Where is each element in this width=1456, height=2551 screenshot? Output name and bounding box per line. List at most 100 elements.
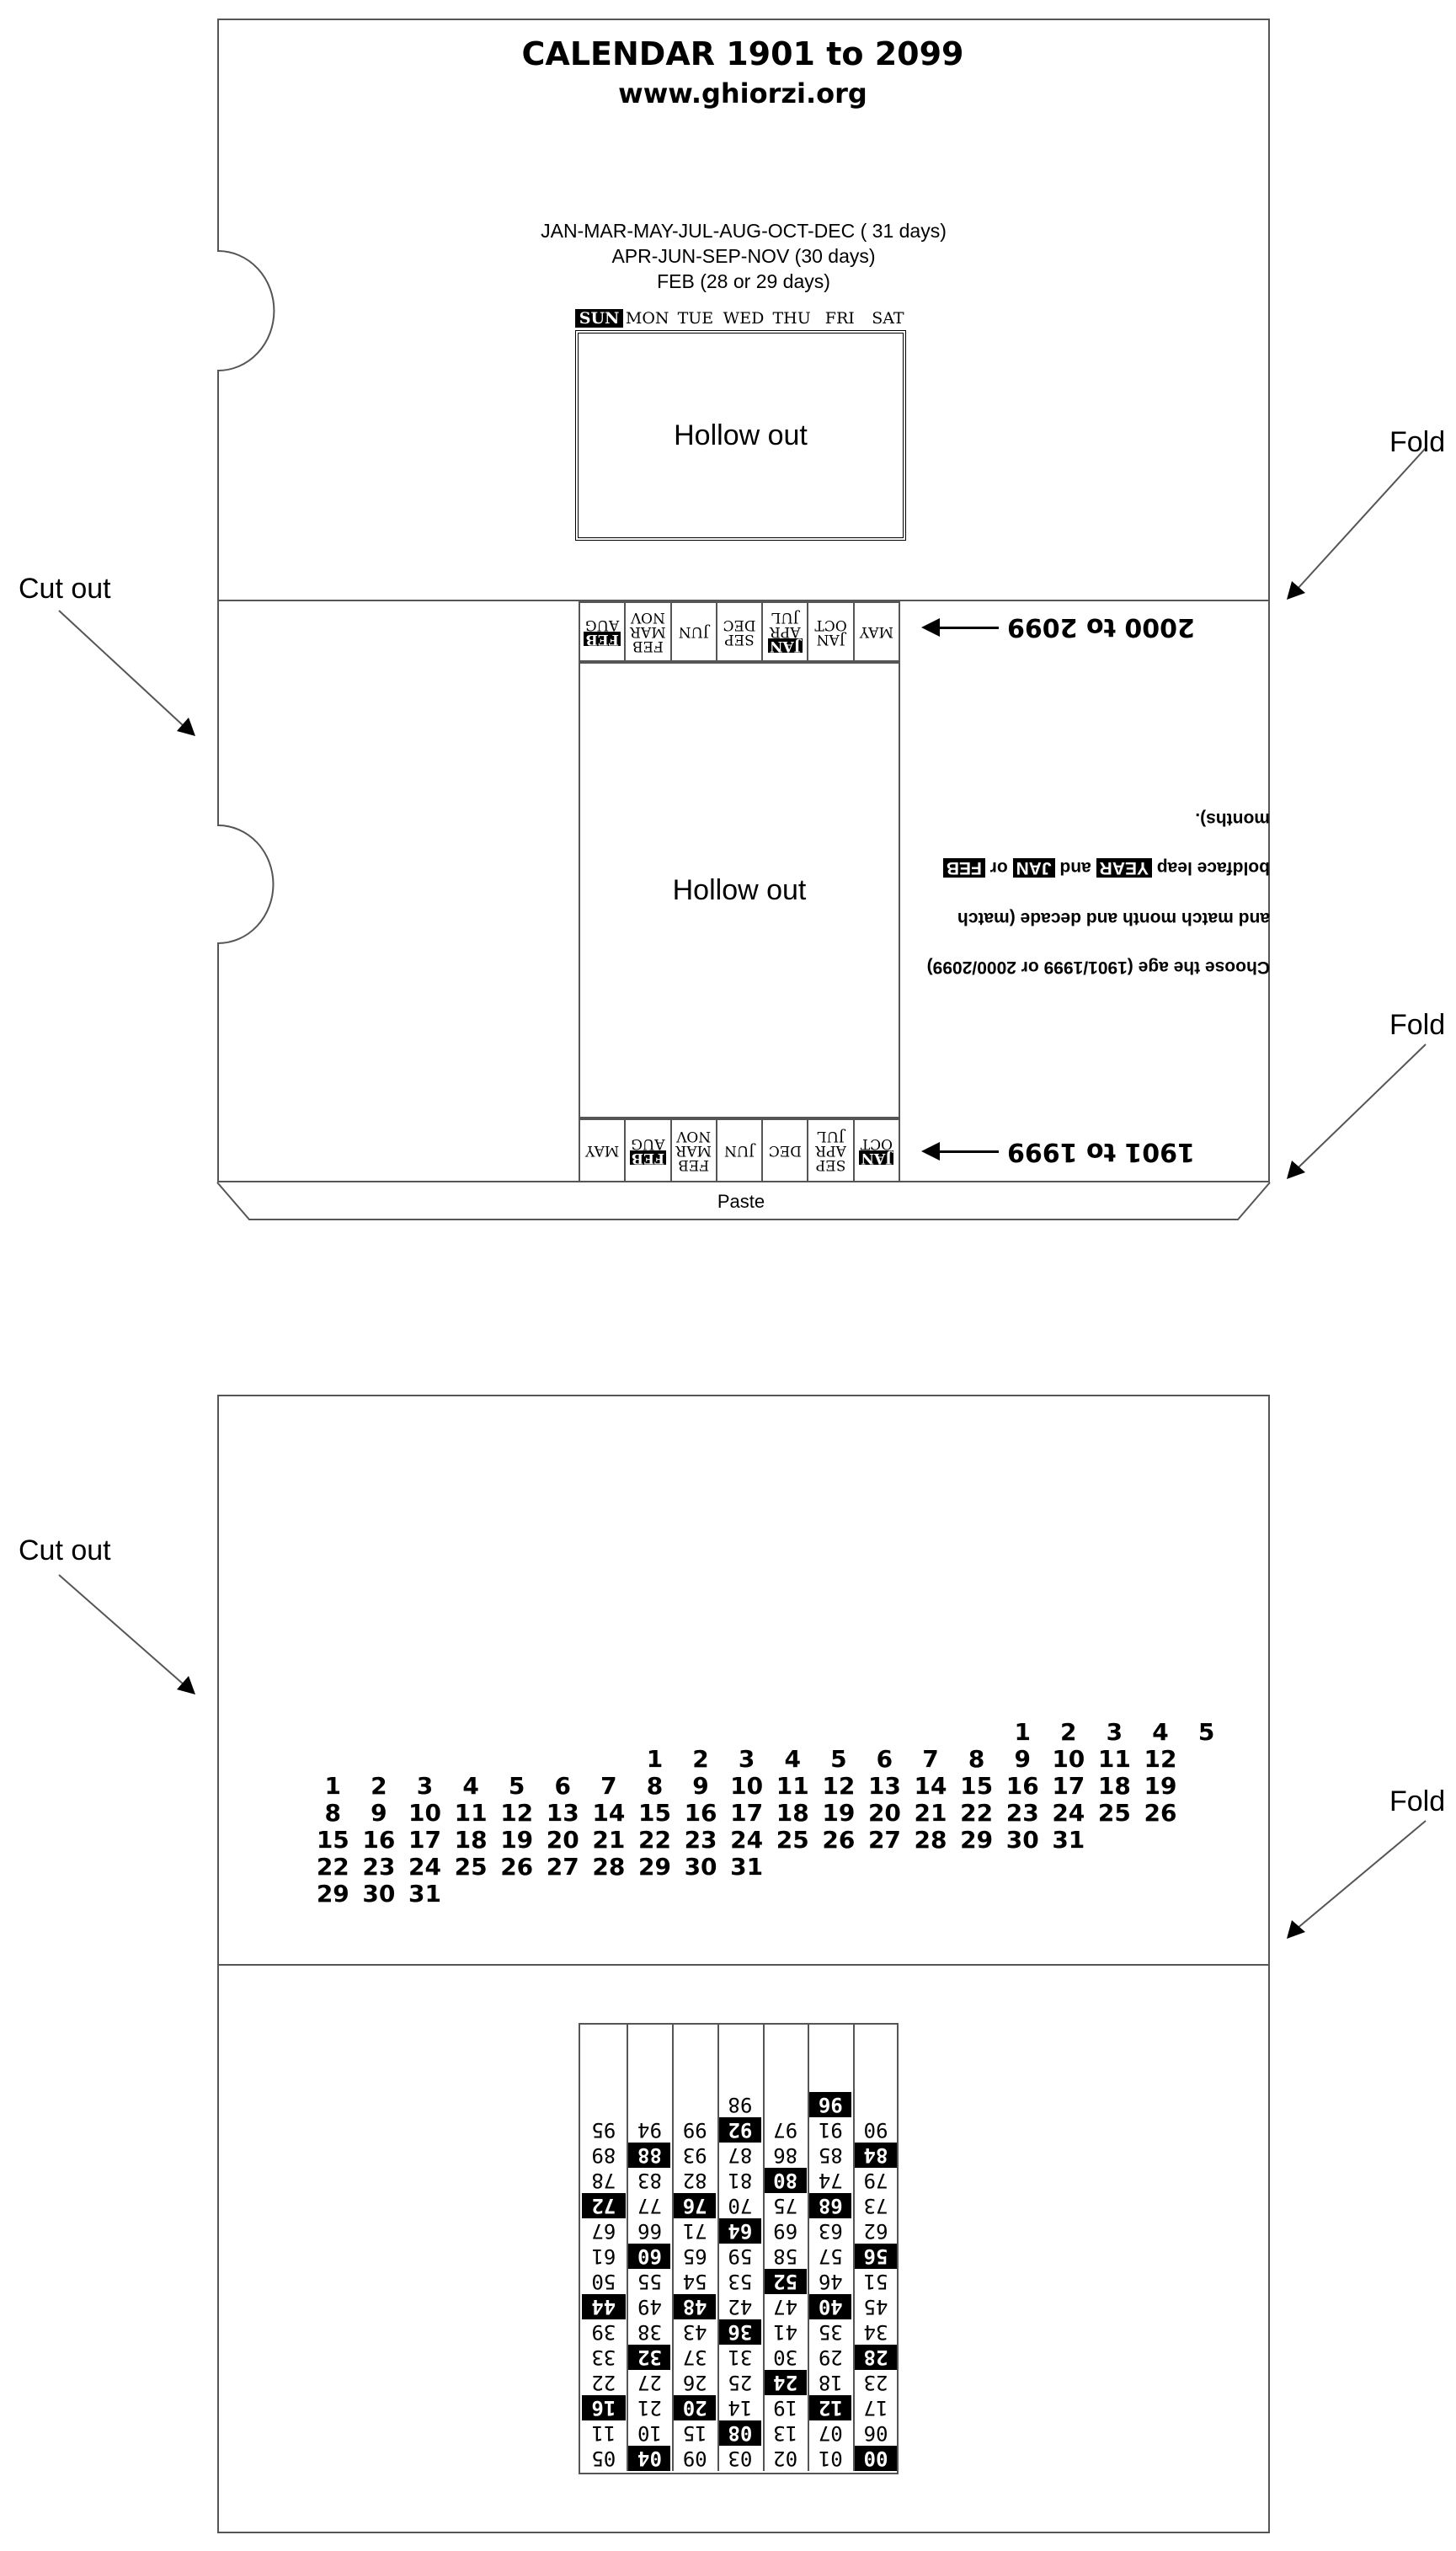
strip-2000-cell: JUN — [671, 603, 717, 660]
day-number: 3 — [416, 1772, 434, 1800]
day-number: 5 — [508, 1772, 525, 1800]
strip-1901-month: JUN — [724, 1142, 755, 1160]
strip-2000-month: OCT — [814, 616, 847, 633]
month-info-line2: APR-JUN-SEP-NOV (30 days) — [611, 245, 876, 267]
year-value: 34 — [863, 2320, 888, 2344]
day-number: 11 — [776, 1772, 809, 1800]
year-value: 92 — [718, 2117, 761, 2143]
weekday-fri: FRI — [824, 309, 855, 328]
strip-2000-month: DEC — [723, 616, 756, 633]
year-value: 46 — [818, 2270, 843, 2293]
year-value: 59 — [728, 2244, 753, 2268]
year-value: 67 — [591, 2219, 616, 2243]
weekday-tue: TUE — [677, 309, 714, 328]
strip-2000-month: JAN — [767, 638, 803, 655]
day-number: 19 — [500, 1826, 534, 1854]
day-number: 11 — [454, 1799, 488, 1827]
day-number: 1 — [646, 1745, 664, 1773]
year-value: 21 — [637, 2396, 662, 2420]
day-number: 23 — [362, 1853, 396, 1881]
instructions-text-b: and — [1059, 858, 1091, 878]
year-value: 98 — [728, 2093, 753, 2116]
month-info-line1: JAN-MAR-MAY-JUL-AUG-OCT-DEC ( 31 days) — [541, 220, 947, 242]
year-value: 35 — [818, 2320, 843, 2344]
day-number — [861, 1718, 908, 1746]
year-value: 86 — [773, 2143, 798, 2167]
range-1901-1999: 1901 to 1999 — [1007, 1137, 1195, 1166]
day-number: 26 — [1144, 1799, 1177, 1827]
instructions-year-badge: YEAR — [1096, 858, 1152, 878]
weekday-thu: THU — [772, 309, 811, 328]
day-number: 1 — [324, 1772, 342, 1800]
day-number: 17 — [730, 1799, 764, 1827]
year-value: 12 — [809, 2395, 852, 2420]
strip-1901-month: SEP — [815, 1156, 846, 1174]
year-value: 58 — [773, 2244, 798, 2268]
strip-2000-cell: MAY — [855, 603, 899, 660]
day-number — [678, 1718, 724, 1746]
fold-line-top — [217, 600, 1270, 601]
day-number: 17 — [1052, 1772, 1085, 1800]
strip-1901-month: AUG — [631, 1135, 665, 1152]
strip-1901-month: MAR — [675, 1142, 712, 1160]
day-number: 8 — [646, 1772, 664, 1800]
hollow-window-middle: Hollow out — [579, 662, 900, 1118]
day-number: 3 — [738, 1745, 755, 1773]
year-value: 37 — [682, 2346, 707, 2369]
day-number: 3 — [1106, 1718, 1123, 1746]
year-value: 65 — [682, 2244, 707, 2268]
page-title: CALENDAR 1901 to 2099 — [521, 35, 964, 72]
day-number: 31 — [1052, 1826, 1085, 1854]
day-number: 20 — [867, 1799, 901, 1827]
year-value: 30 — [773, 2346, 798, 2369]
day-number: 5 — [830, 1745, 847, 1773]
year-value: 76 — [674, 2193, 717, 2218]
fold-line-bottom — [217, 1964, 1270, 1966]
year-value: 06 — [863, 2421, 888, 2445]
day-number: 6 — [876, 1745, 893, 1773]
instructions-jan-badge: JAN — [1012, 858, 1055, 878]
day-number: 15 — [637, 1799, 671, 1827]
day-number: 28 — [914, 1826, 947, 1854]
day-number: 27 — [867, 1826, 901, 1854]
arrow-2000-line — [938, 627, 999, 629]
day-number: 17 — [408, 1826, 441, 1854]
hollow-label-middle: Hollow out — [672, 873, 807, 906]
year-value: 32 — [628, 2345, 671, 2370]
strip-1901-month: DEC — [768, 1142, 802, 1160]
year-value: 73 — [863, 2194, 888, 2217]
year-value: 22 — [591, 2371, 616, 2394]
year-value: 64 — [718, 2218, 761, 2244]
strip-2000-month: JAN — [816, 631, 845, 648]
day-number: 16 — [362, 1826, 396, 1854]
day-number: 18 — [454, 1826, 488, 1854]
day-number — [310, 1745, 356, 1773]
day-number: 23 — [684, 1826, 717, 1854]
year-value: 94 — [637, 2118, 662, 2142]
day-number: 30 — [362, 1880, 396, 1908]
year-value: 89 — [591, 2143, 616, 2167]
strip-1901-cell: MAY — [580, 1120, 627, 1181]
day-number: 20 — [546, 1826, 579, 1854]
year-value: 90 — [863, 2118, 888, 2142]
strip-1901-month: MAY — [585, 1142, 620, 1160]
year-value: 82 — [682, 2169, 707, 2192]
day-number: 4 — [462, 1772, 479, 1800]
year-value: 77 — [637, 2194, 662, 2217]
year-value: 26 — [682, 2371, 707, 2394]
instructions-text-a: boldface leap — [1156, 858, 1270, 878]
day-number: 15 — [960, 1772, 994, 1800]
year-value: 54 — [682, 2270, 707, 2293]
day-number: 16 — [1005, 1772, 1039, 1800]
year-value: 70 — [728, 2194, 753, 2217]
year-value: 42 — [728, 2295, 753, 2319]
year-value: 01 — [818, 2447, 843, 2470]
